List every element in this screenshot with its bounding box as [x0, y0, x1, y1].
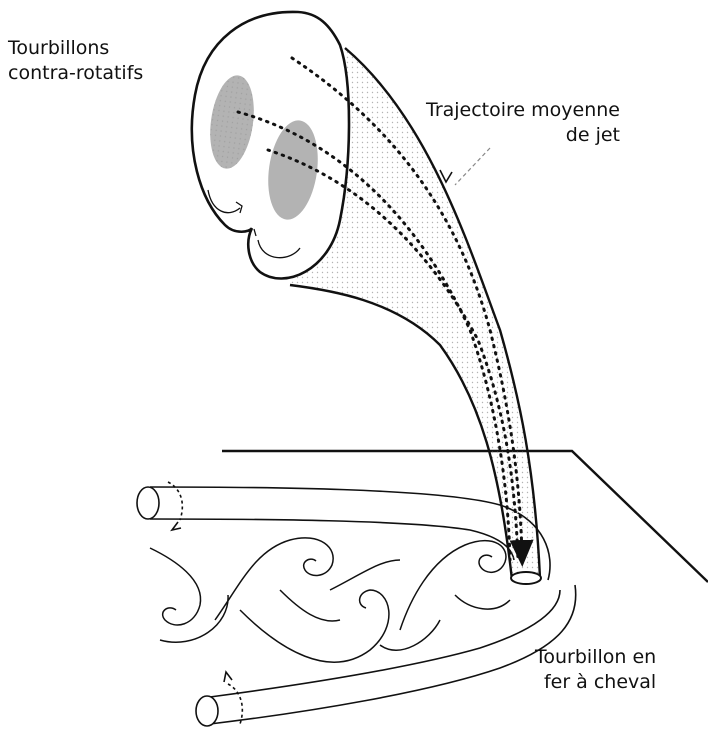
label-mean-jet-trajectory: Trajectoire moyenne de jet: [426, 98, 620, 148]
jet-nozzle-exit: [511, 572, 541, 584]
wall-plane: [222, 451, 708, 582]
label-horseshoe-line1: Tourbillon en: [535, 645, 656, 670]
jet-cross-section: [192, 12, 349, 279]
wake-vortex-2: [215, 538, 333, 620]
wake-vortex-5: [400, 541, 506, 630]
label-trajectory-line1: Trajectoire moyenne: [426, 98, 620, 123]
horseshoe-vortex-lower-end: [196, 696, 218, 726]
label-counter-rotating-line1: Tourbillons: [8, 36, 143, 61]
horseshoe-vortex-lower-arm: [210, 590, 560, 697]
trajectory-leader-line: [455, 148, 490, 185]
wake-vortex-4: [330, 560, 400, 590]
wake-vortices: [150, 538, 510, 662]
wake-vortex-6: [455, 595, 510, 609]
wake-vortex-3: [240, 590, 389, 662]
horseshoe-vortex-upper-arm: [150, 487, 550, 580]
label-trajectory-line2: de jet: [426, 123, 620, 148]
horseshoe-vortex-upper-end: [137, 487, 159, 519]
wake-vortex-1: [150, 548, 201, 625]
label-horseshoe-vortex: Tourbillon en fer à cheval: [535, 645, 656, 695]
label-counter-rotating-line2: contra-rotatifs: [8, 61, 143, 86]
label-horseshoe-line2: fer à cheval: [535, 670, 656, 695]
label-counter-rotating-vortices: Tourbillons contra-rotatifs: [8, 36, 143, 86]
